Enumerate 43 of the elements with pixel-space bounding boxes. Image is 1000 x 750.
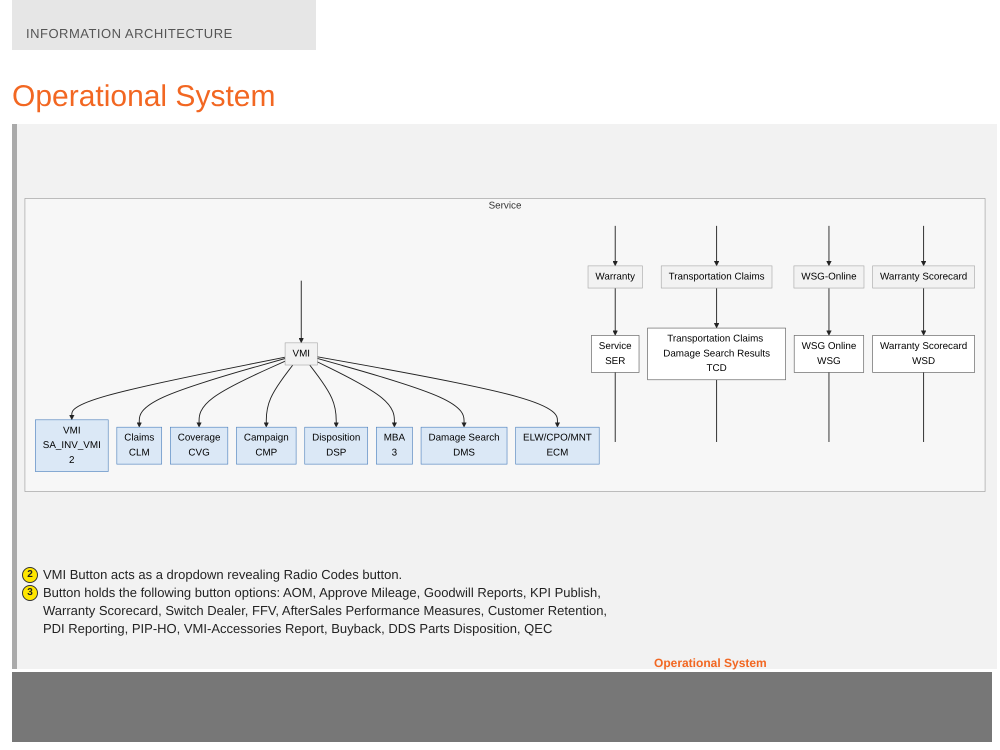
arrow [316, 358, 467, 428]
connector [923, 372, 924, 442]
arrow [309, 364, 339, 428]
arrow [69, 356, 286, 420]
arrow [612, 225, 618, 266]
node-box: Warranty Scorecard [872, 266, 975, 288]
arrow [826, 225, 832, 266]
node-box: Warranty Scorecard WSD [872, 335, 975, 373]
connector [828, 372, 830, 442]
section-label: INFORMATION ARCHITECTURE [26, 26, 233, 41]
arrow [316, 356, 560, 428]
note-text: Button holds the following button options: AOM, Approve Mileage, Goodwill Reports, KPI Publish, Warranty Scorecard, Switch Dealer, FFV, AfterSales Performance Measures, Customer Retention, PDI Reporting, PIP-HO, VMI-Accessories Report, Buyback, DDS Parts Disposition, QEC [43, 584, 608, 638]
arrow [612, 288, 618, 336]
page-title: Operational System [12, 80, 276, 114]
arrow [714, 288, 720, 328]
arrow [920, 225, 926, 266]
arrow [196, 360, 286, 428]
node-box: Service SER [591, 335, 640, 373]
node-box: Coverage CVG [170, 426, 228, 464]
node-box: Claims CLM [116, 426, 162, 464]
node-box: ELW/CPO/MNT ECM [515, 426, 600, 464]
node-box: Damage Search DMS [420, 426, 508, 464]
connector [716, 379, 718, 442]
note-text: VMI Button acts as a dropdown revealing Radio Codes button. [43, 566, 402, 584]
node-box: MBA 3 [376, 426, 413, 464]
arrow [264, 364, 294, 428]
node-box: VMI SA_INV_VMI 2 [35, 420, 109, 472]
node-box: VMI [284, 342, 318, 366]
connector [614, 372, 616, 442]
arrow [316, 361, 398, 428]
node-box: Campaign CMP [236, 426, 296, 464]
arrow [920, 288, 926, 336]
node-box: WSG Online WSG [794, 335, 864, 373]
node-box: Warranty [588, 266, 643, 288]
node-box: Transportation Claims [660, 266, 772, 288]
node-box: WSG-Online [794, 266, 864, 288]
arrow [714, 225, 720, 266]
arrow [298, 280, 304, 344]
node-box: Disposition DSP [304, 426, 368, 464]
arrow [826, 288, 832, 336]
arrow [136, 358, 286, 428]
node-box: Transportation Claims Damage Search Results TCD [647, 328, 786, 380]
overview-label: Operational System [654, 656, 767, 670]
